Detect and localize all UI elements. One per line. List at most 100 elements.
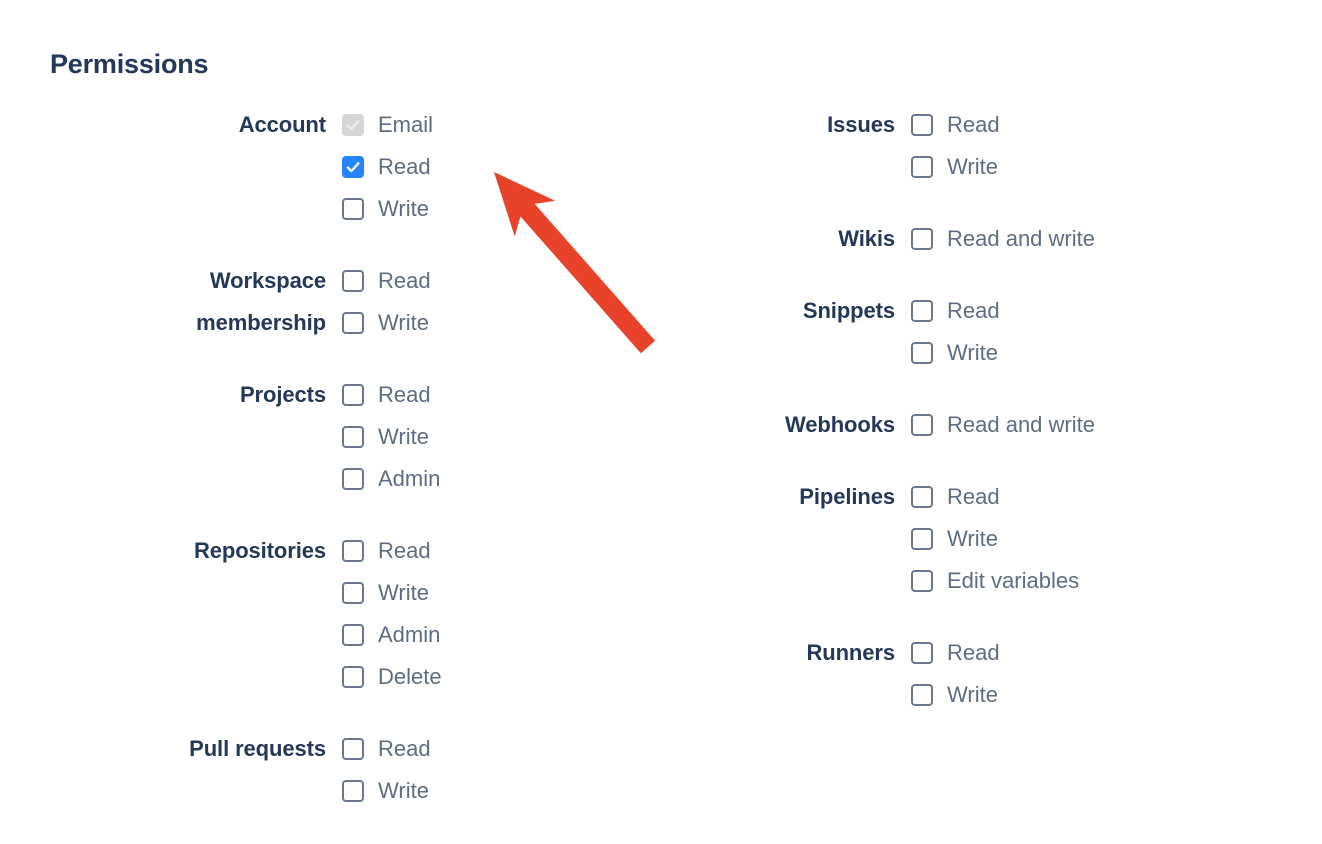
permission-group-label: Account	[238, 112, 326, 137]
permission-option-row[interactable]: Write	[342, 770, 560, 812]
permission-option-row[interactable]: Delete	[342, 656, 560, 698]
permission-option-row[interactable]: Write	[342, 188, 560, 230]
permission-option-label[interactable]: Write	[378, 196, 429, 221]
checkbox-unchecked-icon[interactable]	[342, 540, 364, 562]
permission-option-label[interactable]: Read	[378, 538, 431, 563]
checkbox-checked-icon[interactable]	[342, 156, 364, 178]
permission-option-row[interactable]: Admin	[342, 458, 560, 500]
permission-option-row[interactable]: Read	[342, 728, 560, 770]
permission-option-label[interactable]: Admin	[378, 466, 441, 491]
page-title: Permissions	[50, 49, 209, 79]
permission-option-row[interactable]: Admin	[342, 614, 560, 656]
checkbox-unchecked-icon[interactable]	[911, 342, 933, 364]
checkbox-unchecked-icon[interactable]	[911, 300, 933, 322]
permission-option-label[interactable]: Read	[378, 382, 431, 407]
permission-option-label[interactable]: Read	[378, 736, 431, 761]
checkbox-unchecked-icon[interactable]	[342, 270, 364, 292]
checkbox-unchecked-icon[interactable]	[342, 738, 364, 760]
checkbox-unchecked-icon[interactable]	[342, 312, 364, 334]
permission-option-label[interactable]: Read	[947, 298, 1000, 323]
permission-option-label[interactable]: Read	[947, 112, 1000, 137]
permission-option-label[interactable]: Read and write	[947, 412, 1095, 437]
permission-option-label[interactable]: Write	[378, 310, 429, 335]
checkbox-unchecked-icon[interactable]	[342, 426, 364, 448]
permission-option-row[interactable]: Edit variables	[911, 560, 1200, 602]
permission-option-row[interactable]: Read	[911, 632, 1200, 674]
checkbox-unchecked-icon[interactable]	[911, 114, 933, 136]
permission-option-label[interactable]: Write	[947, 340, 998, 365]
permission-option-label[interactable]: Delete	[378, 664, 442, 689]
permission-option-label[interactable]: Write	[947, 154, 998, 179]
permission-group-label: Issues	[827, 112, 895, 137]
permission-option-row[interactable]: Read	[911, 476, 1200, 518]
checkbox-unchecked-icon[interactable]	[911, 156, 933, 178]
permission-options: Read and write	[911, 404, 1200, 446]
permission-option-label[interactable]: Admin	[378, 622, 441, 647]
checkbox-unchecked-icon[interactable]	[911, 684, 933, 706]
permission-option-row[interactable]: Read	[342, 530, 560, 572]
checkbox-unchecked-icon[interactable]	[911, 642, 933, 664]
permission-group-label: Wikis	[838, 226, 895, 251]
checkbox-unchecked-icon[interactable]	[342, 582, 364, 604]
permission-option-row[interactable]: Read	[342, 374, 560, 416]
checkbox-unchecked-icon[interactable]	[342, 198, 364, 220]
checkbox-unchecked-icon[interactable]	[342, 666, 364, 688]
permission-option-row[interactable]: Read	[911, 290, 1200, 332]
permission-option-label[interactable]: Write	[378, 424, 429, 449]
permission-option-row[interactable]: Read	[342, 260, 560, 302]
permission-group-label: Projects	[239, 382, 326, 407]
permission-option-row[interactable]: Read and write	[911, 404, 1200, 446]
checkbox-unchecked-icon[interactable]	[342, 780, 364, 802]
checkbox-unchecked-icon[interactable]	[342, 384, 364, 406]
checkbox-checked-icon	[342, 114, 364, 136]
permission-option-row[interactable]: Write	[342, 572, 560, 614]
checkbox-unchecked-icon[interactable]	[911, 528, 933, 550]
permission-group-label: Repositories	[193, 538, 326, 563]
permission-option-label[interactable]: Read	[378, 154, 431, 179]
checkbox-unchecked-icon[interactable]	[911, 414, 933, 436]
permission-option-row[interactable]: Read and write	[911, 218, 1200, 260]
permission-option-label[interactable]: Read	[947, 640, 1000, 665]
checkbox-unchecked-icon[interactable]	[342, 468, 364, 490]
checkbox-unchecked-icon[interactable]	[342, 624, 364, 646]
checkbox-unchecked-icon[interactable]	[911, 570, 933, 592]
permission-option-row[interactable]: Write	[911, 674, 1200, 716]
permission-option-row[interactable]: Read	[342, 146, 560, 188]
permission-option-label[interactable]: Read	[947, 484, 1000, 509]
permission-group: Webhooks Read and write	[660, 404, 1200, 446]
permission-option-row[interactable]: Write	[911, 518, 1200, 560]
permission-option-row[interactable]: Write	[911, 146, 1200, 188]
permission-option-row[interactable]: Write	[342, 302, 560, 344]
permission-option-label[interactable]: Write	[947, 682, 998, 707]
permission-option-row[interactable]: Read	[911, 104, 1200, 146]
permission-option-row[interactable]: Write	[342, 416, 560, 458]
permission-group-label: Pull requests	[189, 736, 326, 761]
permission-group-label: Webhooks	[784, 412, 895, 437]
permission-option-label[interactable]: Write	[378, 580, 429, 605]
checkbox-unchecked-icon[interactable]	[911, 228, 933, 250]
permission-option-label[interactable]: Edit variables	[947, 568, 1080, 593]
permission-option-row[interactable]: Write	[911, 332, 1200, 374]
permission-option-label[interactable]: Read	[378, 268, 431, 293]
permission-option-row: Email	[342, 104, 560, 146]
permission-option-label: Email	[378, 112, 434, 137]
permission-option-label[interactable]: Read and write	[947, 226, 1095, 251]
permission-group-label: Pipelines	[799, 484, 895, 509]
permission-option-label[interactable]: Write	[947, 526, 998, 551]
permission-group-label: Workspace membership	[196, 268, 326, 335]
permission-option-label[interactable]: Write	[378, 778, 429, 803]
permission-group-label: Snippets	[802, 298, 895, 323]
checkbox-unchecked-icon[interactable]	[911, 486, 933, 508]
